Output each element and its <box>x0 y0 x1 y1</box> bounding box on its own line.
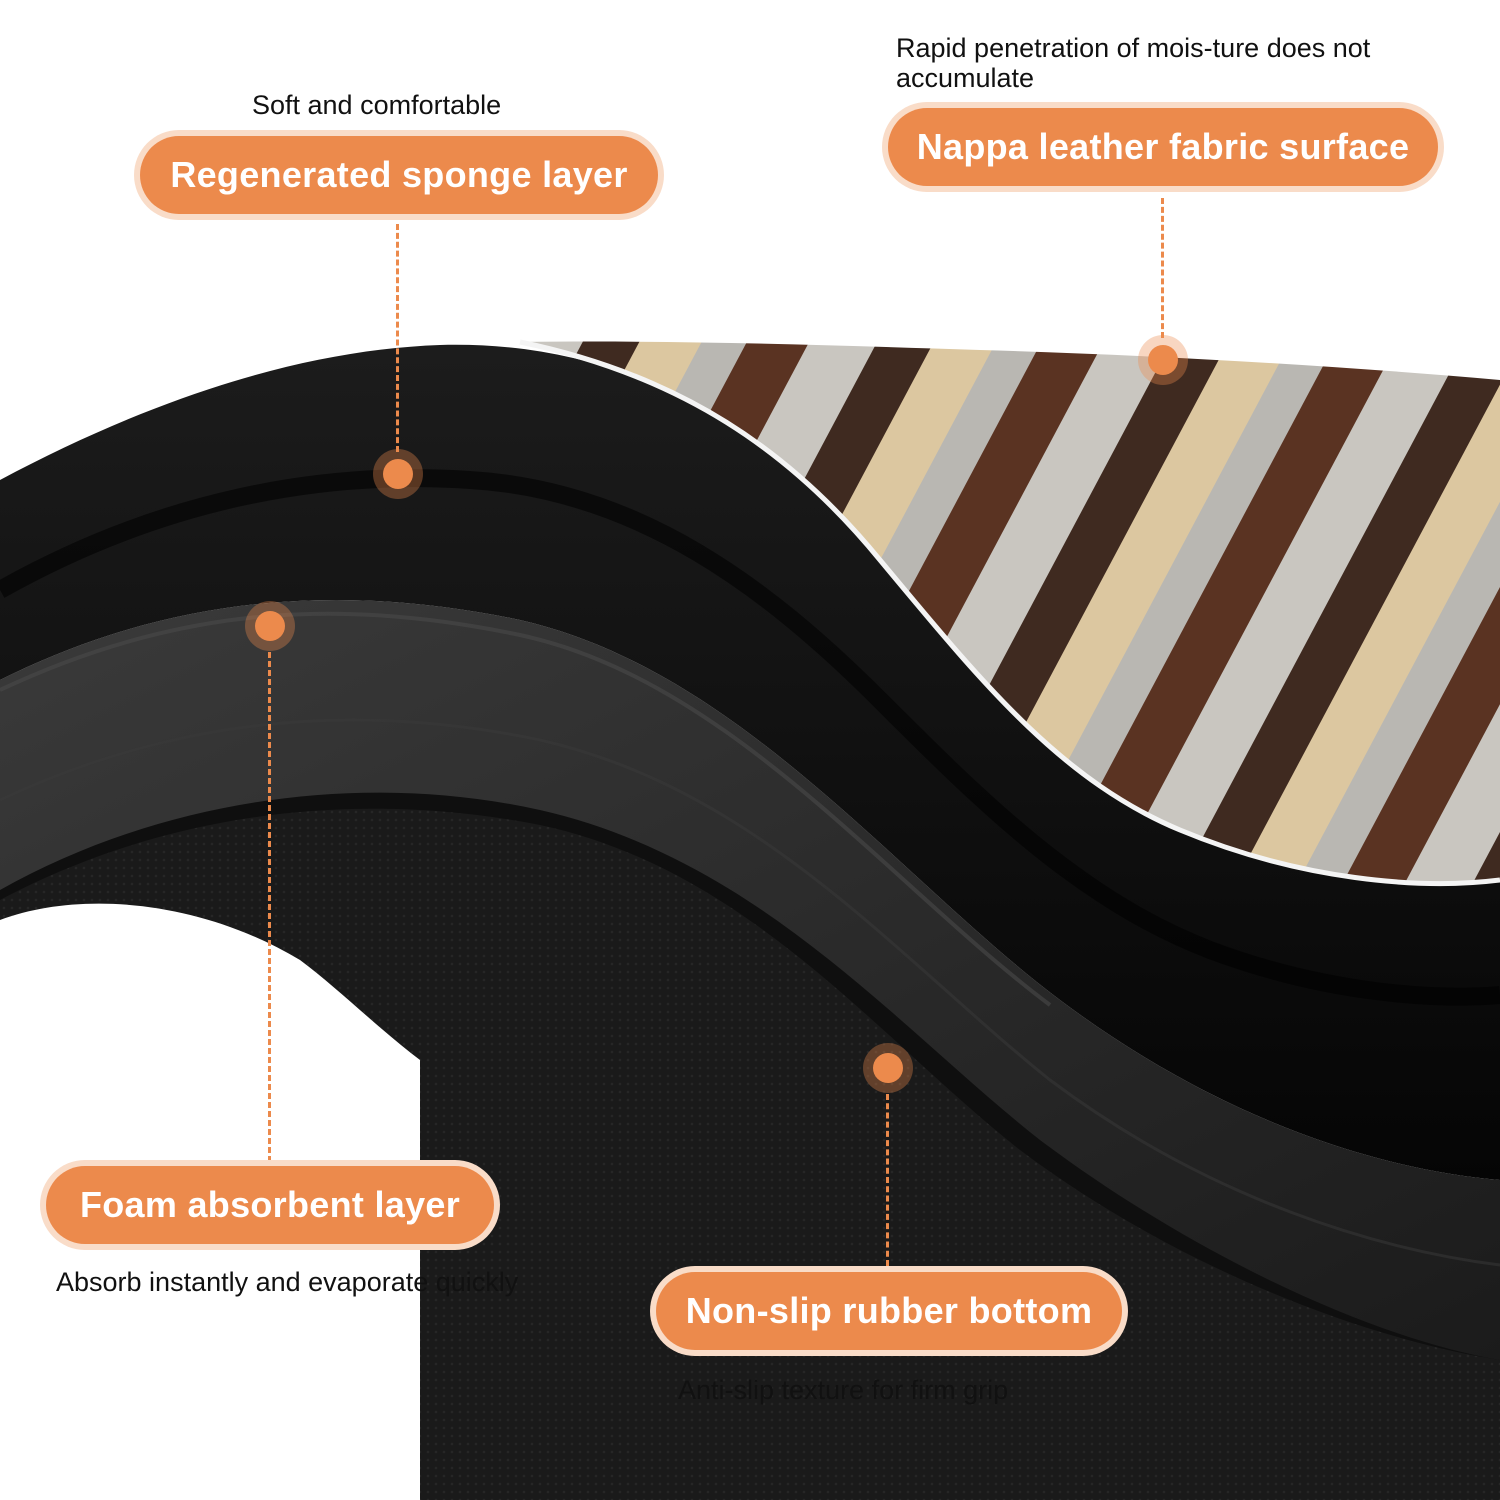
marker-dot-icon <box>873 1053 903 1083</box>
sponge-layer-label: Regenerated sponge layer <box>140 136 658 214</box>
sponge-layer <box>0 344 1500 1180</box>
sponge-note: Soft and comfortable <box>252 90 502 120</box>
marker-dot-icon <box>1148 345 1178 375</box>
marker-dot-icon <box>255 611 285 641</box>
leather-leader-line <box>1161 198 1164 338</box>
marker-dot-icon <box>383 459 413 489</box>
foam-note: Absorb instantly and evaporate quickly <box>56 1267 519 1297</box>
leather-note: Rapid penetration of mois-ture does not … <box>896 33 1371 93</box>
leather-surface-label: Nappa leather fabric surface <box>888 108 1438 186</box>
rubber-leader-line <box>886 1094 889 1266</box>
rubber-bottom-label: Non-slip rubber bottom <box>656 1272 1122 1350</box>
foam-layer-label: Foam absorbent layer <box>46 1166 494 1244</box>
foam-layer <box>0 600 1500 1360</box>
foam-leader-line <box>268 652 271 1162</box>
sponge-leader-line <box>396 224 399 452</box>
rubber-note: Anti-slip texture for firm grip <box>678 1375 1009 1405</box>
leather-surface <box>520 341 1500 884</box>
